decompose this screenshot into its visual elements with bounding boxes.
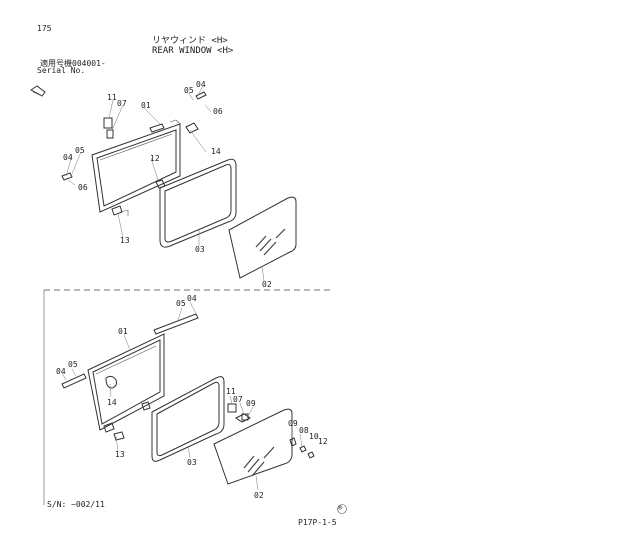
applicable-label: 適用号機 [40,59,72,68]
part-label: 11 [107,93,117,102]
seal-03-lower [151,376,225,462]
part-label: 12 [150,154,160,163]
part-label: 04 [187,294,197,303]
handle-sketch [30,85,46,97]
part-label: 11 [226,387,236,396]
part-label: 07 [233,395,243,404]
part-label: 04 [56,367,66,376]
glass-02-lower [213,408,293,485]
part-label: 02 [254,491,264,500]
part-label: 10 [309,432,319,441]
frame-01-lower [87,333,165,441]
applicable-serial: 004001- [72,59,106,68]
registered-mark-circle [337,504,347,514]
leaders-lower [61,301,303,491]
part-label: 13 [120,236,130,245]
part-label: 05 [176,299,186,308]
part-label: 03 [195,245,205,254]
title-english: REAR WINDOW <H> [152,46,234,56]
part-label: 12 [318,437,328,446]
part-label: 04 [196,80,206,89]
serial-label: Serial No. [37,66,86,75]
part-label: 14 [211,147,221,156]
part-label: 05 [184,86,194,95]
hinge-parts-upper [61,91,207,216]
part-label: 08 [299,426,309,435]
part-label: 02 [262,280,272,289]
leaders-upper [65,85,265,282]
part-label: 14 [107,398,117,407]
part-label: 09 [288,419,298,428]
frame-01-upper [91,119,181,213]
page-number: 175 [37,24,52,33]
page-code: P17P-1-5 [298,518,337,527]
part-label: 06 [213,107,223,116]
registered-mark: ® [338,504,343,512]
part-label: 01 [118,327,128,336]
rod-lower [61,313,199,389]
part-label: 07 [117,99,127,108]
part-label: 01 [141,101,151,110]
glass-02-upper [228,196,297,279]
serial-range: S/N: ~002/11 [47,500,105,509]
part-label: 05 [68,360,78,369]
part-label: 06 [78,183,88,192]
part-label: 04 [63,153,73,162]
title-japanese: リヤウィンド <H> [152,36,228,46]
part-label: 09 [246,399,256,408]
part-label: 03 [187,458,197,467]
seal-03-upper [159,158,237,248]
part-label: 05 [75,146,85,155]
part-label: 13 [115,450,125,459]
